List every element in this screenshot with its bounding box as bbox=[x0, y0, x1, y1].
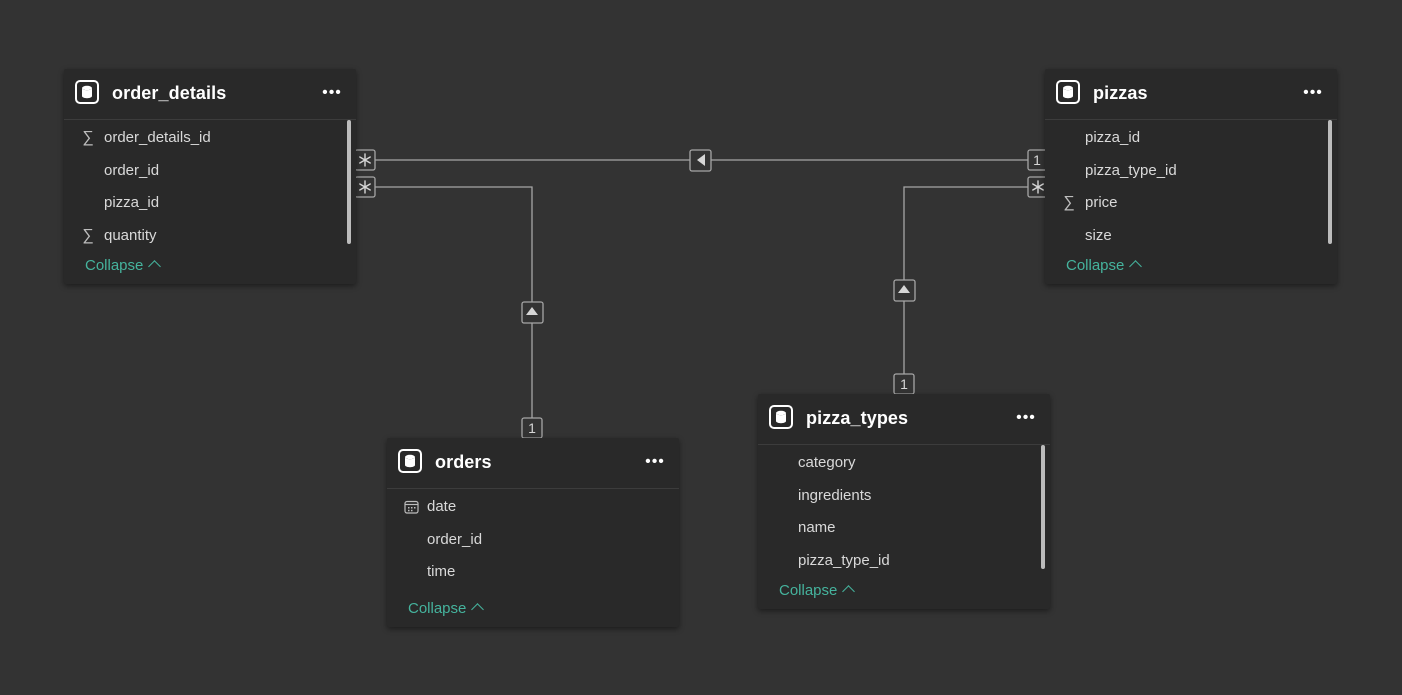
table-card-header[interactable]: orders ••• bbox=[387, 438, 679, 489]
field-row[interactable]: ∑ price bbox=[1045, 187, 1337, 220]
field-name: category bbox=[798, 454, 856, 471]
field-name: order_details_id bbox=[104, 129, 211, 146]
chevron-up-icon bbox=[148, 260, 161, 273]
field-name: price bbox=[1085, 194, 1118, 211]
field-name: pizza_type_id bbox=[798, 551, 890, 569]
field-row[interactable]: category bbox=[758, 447, 1050, 480]
sigma-icon: ∑ bbox=[82, 129, 94, 146]
collapse-button[interactable]: Collapse bbox=[64, 252, 356, 284]
asterisk-glyph bbox=[1032, 180, 1044, 194]
field-list: pizza_id pizza_type_id ∑ price size bbox=[1045, 120, 1337, 252]
field-name: time bbox=[427, 563, 456, 580]
more-options-button[interactable]: ••• bbox=[1303, 84, 1323, 101]
one-glyph: 1 bbox=[900, 376, 908, 392]
more-options-button[interactable]: ••• bbox=[645, 453, 665, 470]
asterisk-glyph bbox=[359, 180, 371, 194]
table-icon bbox=[398, 449, 422, 473]
field-name: name bbox=[798, 519, 836, 536]
collapse-label: Collapse bbox=[408, 599, 467, 617]
field-list: ∑ order_details_id order_id pizza_id ∑ q… bbox=[64, 120, 356, 252]
collapse-button[interactable]: Collapse bbox=[758, 577, 1050, 609]
arrow-left-glyph bbox=[697, 154, 705, 166]
field-name: ingredients bbox=[798, 486, 872, 504]
asterisk-glyph bbox=[359, 153, 371, 167]
table-title: order_details bbox=[112, 83, 227, 103]
table-icon bbox=[75, 80, 99, 104]
table-card-orders[interactable]: orders ••• date order_id time Collapse bbox=[387, 438, 679, 627]
more-options-button[interactable]: ••• bbox=[322, 84, 342, 101]
field-row[interactable]: date bbox=[387, 491, 679, 524]
table-title: pizzas bbox=[1093, 83, 1148, 103]
arrow-up-glyph bbox=[898, 285, 910, 293]
field-row[interactable]: pizza_type_id bbox=[1045, 155, 1337, 188]
collapse-label: Collapse bbox=[85, 257, 144, 274]
field-name: order_id bbox=[427, 530, 483, 548]
field-name: quantity bbox=[104, 226, 157, 244]
field-row[interactable]: name bbox=[758, 512, 1050, 545]
collapse-button[interactable]: Collapse bbox=[387, 589, 679, 627]
table-card-pizzas[interactable]: pizzas ••• pizza_id pizza_type_id ∑ pric… bbox=[1045, 69, 1337, 284]
sigma-icon: ∑ bbox=[82, 226, 94, 244]
table-card-header[interactable]: order_details ••• bbox=[64, 69, 356, 120]
field-list: date order_id time bbox=[387, 489, 679, 589]
table-card-pizza-types[interactable]: pizza_types ••• category ingredients nam… bbox=[758, 394, 1050, 609]
field-row[interactable]: pizza_id bbox=[1045, 122, 1337, 155]
table-title: pizza_types bbox=[806, 408, 909, 428]
collapse-button[interactable]: Collapse bbox=[1045, 252, 1337, 284]
one-glyph: 1 bbox=[528, 420, 536, 436]
field-name: pizza_id bbox=[104, 194, 160, 211]
calendar-icon bbox=[403, 498, 419, 516]
field-row[interactable]: time bbox=[387, 556, 679, 589]
scrollbar[interactable] bbox=[1328, 120, 1332, 244]
field-name: date bbox=[427, 498, 457, 515]
chevron-up-icon bbox=[471, 602, 484, 616]
field-row[interactable]: pizza_type_id bbox=[758, 545, 1050, 578]
field-row[interactable]: pizza_id bbox=[64, 187, 356, 220]
field-name: pizza_id bbox=[1085, 129, 1141, 146]
one-glyph: 1 bbox=[1033, 152, 1041, 168]
table-card-header[interactable]: pizzas ••• bbox=[1045, 69, 1337, 120]
field-name: size bbox=[1085, 226, 1112, 244]
scrollbar[interactable] bbox=[1041, 445, 1045, 569]
arrow-up-glyph bbox=[526, 307, 538, 315]
more-options-button[interactable]: ••• bbox=[1016, 409, 1036, 426]
chevron-up-icon bbox=[842, 585, 855, 598]
collapse-label: Collapse bbox=[779, 582, 838, 599]
table-card-order-details[interactable]: order_details ••• ∑ order_details_id ord… bbox=[64, 69, 356, 284]
relationship-line-order-details-orders-upper bbox=[375, 186, 533, 302]
table-card-header[interactable]: pizza_types ••• bbox=[758, 394, 1050, 445]
field-row[interactable]: ingredients bbox=[758, 480, 1050, 513]
collapse-label: Collapse bbox=[1066, 257, 1125, 274]
table-icon bbox=[769, 405, 793, 429]
scrollbar[interactable] bbox=[347, 120, 351, 244]
field-row[interactable]: order_id bbox=[387, 524, 679, 557]
sigma-icon: ∑ bbox=[1063, 194, 1075, 211]
table-title: orders bbox=[435, 452, 492, 472]
field-name: pizza_type_id bbox=[1085, 161, 1177, 179]
field-row[interactable]: ∑ order_details_id bbox=[64, 122, 356, 155]
relationship-line-pizzas-pizza-types-upper bbox=[903, 186, 1028, 280]
table-icon bbox=[1056, 80, 1080, 104]
field-row[interactable]: size bbox=[1045, 220, 1337, 253]
field-name: order_id bbox=[104, 161, 160, 179]
field-list: category ingredients name pizza_type_id bbox=[758, 445, 1050, 577]
chevron-up-icon bbox=[1129, 260, 1142, 273]
field-row[interactable]: order_id bbox=[64, 155, 356, 188]
field-row[interactable]: ∑ quantity bbox=[64, 220, 356, 253]
